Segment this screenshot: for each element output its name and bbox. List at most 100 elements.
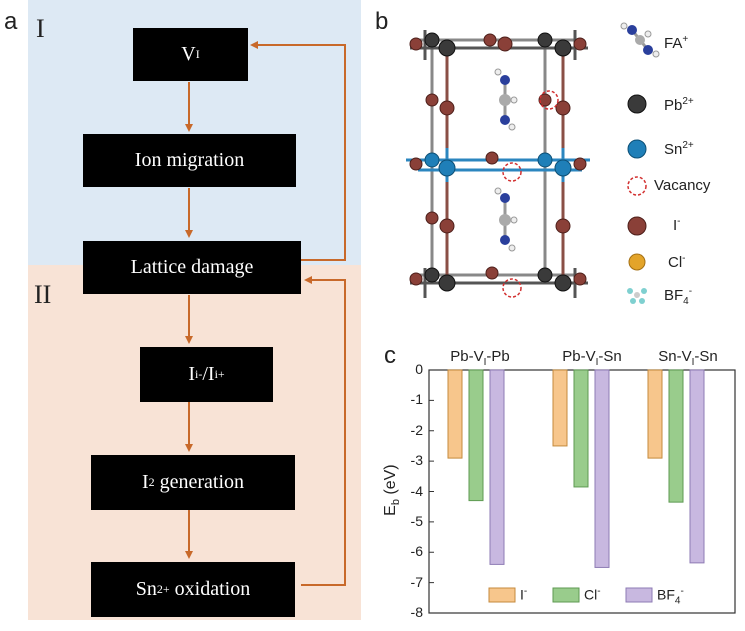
legend-pb-sup: 2+	[682, 96, 694, 107]
pb-atom	[554, 39, 572, 57]
iodide-atom	[483, 33, 497, 47]
stage-2-label: II	[34, 280, 52, 309]
pb-atom	[554, 274, 572, 292]
bar-chloride-3	[668, 369, 684, 503]
y-tick-label: -8	[410, 604, 423, 620]
panel-c-letter: c	[384, 342, 396, 369]
legend-chloride-sup: -	[682, 253, 686, 264]
iodide-atom	[538, 93, 552, 107]
int-b-sub: i	[214, 367, 218, 381]
pb-atom	[537, 267, 553, 283]
legend-swatch-chloride	[552, 587, 580, 603]
box-vi-main: V	[181, 43, 196, 65]
legend-bf4-sub: 4	[683, 296, 689, 307]
fa-molecule-lower	[494, 187, 518, 252]
legend-bf4-text: BF	[664, 287, 684, 304]
bar-iodide-2	[552, 369, 568, 447]
iodide-atom	[485, 151, 499, 165]
stage-1-label: I	[36, 14, 45, 43]
fa-molecule-upper	[494, 68, 518, 131]
bar-chloride-2	[573, 369, 589, 488]
chart-legend-bf4: BF4-	[657, 586, 684, 606]
cl1-text: I	[520, 586, 524, 603]
cl2-text: Cl	[584, 586, 598, 603]
iodide-atom	[425, 211, 439, 225]
legend-bf4-sup: -	[688, 286, 693, 297]
legend-sn-text: Sn	[664, 141, 683, 158]
legend-sn: Sn2+	[664, 140, 694, 158]
panel-a-letter: a	[4, 8, 18, 35]
iodide-atom	[409, 272, 423, 286]
g3-a: Sn-V	[658, 348, 692, 365]
iodide-atom-icon	[627, 216, 647, 236]
iodide-atom	[409, 157, 423, 171]
pb-atom	[424, 267, 440, 283]
feedback-arrow-stage-1	[250, 41, 346, 261]
legend-swatch-bf4	[625, 587, 653, 603]
sn-atom	[537, 152, 553, 168]
cl3-sub: 4	[674, 595, 681, 607]
int-a-sub: i	[194, 367, 199, 381]
g1-b: -Pb	[486, 348, 510, 365]
g3-sub: I	[691, 357, 695, 368]
legend-chloride-text: Cl	[668, 254, 683, 271]
g2-b: -Sn	[598, 348, 622, 365]
y-tick-label: -4	[410, 482, 423, 499]
sn-atom	[438, 159, 456, 177]
legend-chloride: Cl-	[668, 253, 686, 271]
bar-iodide-1	[447, 369, 463, 459]
legend-iodide: I-	[673, 216, 681, 234]
ox-b: oxidation	[169, 578, 251, 600]
box-lattice-damage: Lattice damage	[83, 241, 301, 294]
box-ion-migration: Ion migration	[83, 134, 296, 187]
i2-a: I	[141, 471, 149, 493]
legend-fa-sup: +	[682, 34, 689, 45]
legend-vacancy: Vacancy	[654, 177, 710, 194]
y-tick-label: 0	[415, 361, 423, 377]
bar-bf4-3	[689, 369, 705, 564]
g3-b: -Sn	[694, 348, 718, 365]
iodide-atom	[555, 100, 571, 116]
cl3-text: BF	[657, 586, 675, 603]
legend-fa-text: FA	[664, 35, 683, 52]
legend-vacancy-text: Vacancy	[654, 177, 711, 194]
pb-atom	[438, 274, 456, 292]
legend-pb-text: Pb	[664, 97, 683, 114]
iodide-atom	[555, 218, 571, 234]
bar-bf4-1	[489, 369, 505, 565]
iodide-atom	[573, 157, 587, 171]
legend-iodide-text: I	[673, 217, 678, 234]
pb-atom	[424, 32, 440, 48]
y-tick-label: -6	[410, 543, 423, 560]
box-vi-sub: I	[195, 47, 200, 61]
bar-iodide-3	[647, 369, 663, 459]
pb-atom-icon	[627, 94, 647, 114]
iodide-atom	[409, 37, 423, 51]
legend-pb: Pb2+	[664, 96, 694, 114]
sn-atom-icon	[627, 139, 647, 159]
sn-atom	[554, 159, 572, 177]
pb-atom	[438, 39, 456, 57]
iodide-atom	[439, 218, 455, 234]
y-tick-label: -7	[410, 573, 423, 590]
g2-a: Pb-V	[562, 348, 596, 365]
y-tick-label: -5	[410, 512, 423, 529]
chart-legend-chloride: Cl-	[584, 586, 601, 603]
int-b-sup: +	[217, 367, 225, 381]
fa-molecule-icon	[620, 22, 660, 58]
ox-sup: 2+	[156, 582, 170, 596]
i2-sub: 2	[148, 475, 155, 489]
vacancy-icon	[627, 176, 647, 196]
y-tick-label: -1	[410, 391, 423, 408]
int-b: I	[207, 363, 215, 385]
iodide-atom	[573, 272, 587, 286]
vacancy	[502, 162, 522, 182]
ox-a: Sn	[135, 578, 157, 600]
int-a-sup: -	[198, 367, 203, 381]
bar-bf4-2	[594, 369, 610, 568]
